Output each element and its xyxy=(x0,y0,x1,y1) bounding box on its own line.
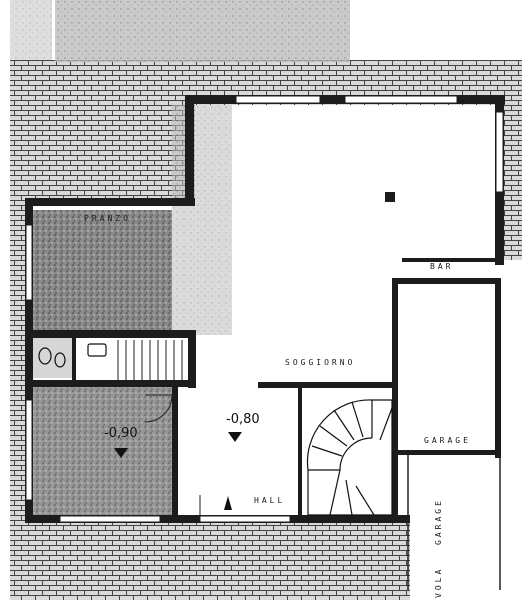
lower-left-room-fill xyxy=(32,385,172,515)
level-label-left: -0,90 xyxy=(104,426,138,441)
room-label-garage: GARAGE xyxy=(424,436,471,445)
spiral-staircase xyxy=(306,399,393,516)
room-label-bar: BAR xyxy=(430,262,454,271)
sanitary-fixtures xyxy=(38,343,107,368)
exterior-paving xyxy=(10,60,522,600)
ramp-label-right: GARAGE xyxy=(434,498,443,545)
stair-treads-small xyxy=(117,340,183,382)
level-markers xyxy=(114,432,242,510)
door-swings xyxy=(144,394,201,520)
top-garden-texture xyxy=(10,0,350,62)
room-label-pranzo: PRANZO xyxy=(84,214,131,223)
ramp-label-left: VOLA xyxy=(434,566,443,598)
room-label-hall: HALL xyxy=(254,496,286,505)
level-label-right: -0,80 xyxy=(226,412,260,427)
pranzo-room-fill xyxy=(32,210,172,330)
room-label-soggiorno: SOGGIORNO xyxy=(285,358,356,367)
window-openings xyxy=(25,95,504,523)
garage-ramp xyxy=(407,455,501,590)
